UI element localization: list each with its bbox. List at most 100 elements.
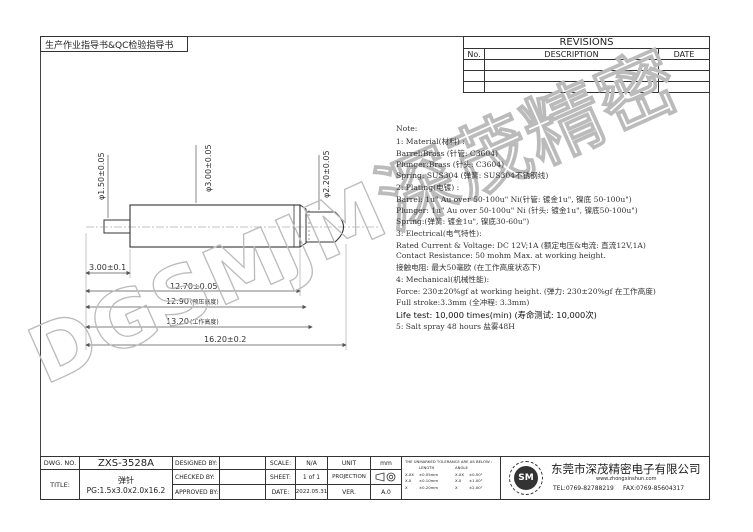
dim-working-len: 13.20 bbox=[166, 317, 189, 326]
dim-plunger-dia: φ1.50±0.05 bbox=[97, 152, 106, 200]
note-line-10: Rated Current & Voltage: DC 12V;1A (额定电压… bbox=[396, 241, 646, 250]
ver-label: VER. bbox=[342, 488, 356, 496]
designed-by-cell: DESIGNED BY: bbox=[172, 456, 220, 470]
ver-value-cell: A.0 bbox=[370, 484, 402, 500]
company-cell: SM 东莞市深茂精密电子有限公司 www.zhongxinshun.com TE… bbox=[500, 456, 710, 500]
company-web: www.zhongxinshun.com bbox=[596, 476, 657, 482]
note-line-1: 1: Material(材料) : bbox=[396, 137, 465, 146]
sheet-value: 1 of 1 bbox=[302, 473, 321, 481]
dim-working-note: (工作高度) bbox=[190, 318, 219, 326]
ver-label-cell: VER. bbox=[327, 484, 371, 500]
barrel-crimp bbox=[299, 204, 307, 248]
company-logo-icon: SM bbox=[509, 461, 543, 495]
title-label: TITLE: bbox=[50, 480, 70, 489]
doc-title-box: 生产作业指导书&QC检验指导书 bbox=[40, 36, 188, 52]
dwg-no: ZXS-3528A bbox=[98, 457, 154, 469]
tol-row-1: X.XX ±0.05mm X.XX ±0.50° bbox=[405, 472, 497, 478]
tol-cell: ±0.05mm bbox=[419, 471, 439, 477]
company-fax: FAX:0769-85604317 bbox=[623, 485, 685, 492]
note-line-16: Life test: 10,000 times(min) (寿命测试: 10,0… bbox=[396, 310, 597, 320]
note-line-6: Barrel: 1u" Au over 50-100u" Ni(针管: 镀金1u… bbox=[396, 195, 632, 204]
tol-cell: X bbox=[455, 484, 458, 490]
note-line-4: Spring: SUS304 (弹簧: SUS304不锈钢线) bbox=[396, 171, 549, 180]
note-line-8: Spring:(弹簧: 镀金1u", 镍底30-60u") bbox=[396, 217, 530, 226]
company-tel: TEL:0769-82788219 bbox=[553, 485, 614, 492]
revisions-row-date-3 bbox=[658, 81, 710, 93]
title-cell: 弹针 PG:1.5x3.0x2.0x16.2 bbox=[79, 469, 173, 500]
date-value: 2022.05.31 bbox=[295, 489, 328, 495]
sheet-label-cell: SHEET: bbox=[265, 469, 296, 485]
designed-by-label: DESIGNED BY: bbox=[175, 459, 218, 467]
notes-block: Note: 1: Material(材料) : Barrel:Brass (针管… bbox=[396, 124, 708, 334]
dwg-no-label: DWG. NO. bbox=[43, 459, 77, 467]
tol-cell: ±2.00° bbox=[469, 484, 483, 490]
note-line-14: Force: 230±20%gf at working height. (弹力:… bbox=[396, 287, 656, 296]
scale-value: N/A bbox=[306, 459, 317, 467]
note-line-5: 2: Plating(电镀) : bbox=[396, 183, 460, 192]
tol-cell: X.X bbox=[405, 478, 412, 484]
approved-by-cell: APPROVED BY: bbox=[172, 484, 220, 500]
checked-by-cell: CHECKED BY: bbox=[172, 469, 220, 485]
dim-preload-note: (预压高度) bbox=[190, 298, 219, 306]
tol-cell: X.XX bbox=[455, 471, 465, 477]
date-label: DATE: bbox=[271, 488, 290, 496]
unit-value-cell: mm bbox=[370, 456, 402, 470]
note-line-15: Full stroke:3.3mm (全冲程: 3.3mm) bbox=[396, 298, 530, 307]
dwg-no-label-cell: DWG. NO. bbox=[40, 456, 80, 470]
tol-cell: X bbox=[405, 484, 408, 490]
tol-row-3: X ±0.20mm X ±2.00° bbox=[405, 485, 497, 491]
company-name: 东莞市深茂精密电子有限公司 bbox=[551, 462, 701, 476]
projection-label: PROJECTION bbox=[332, 474, 366, 480]
unit-label-cell: UNIT bbox=[327, 456, 371, 470]
tol-length-label: LENGTH bbox=[419, 465, 435, 471]
note-line-12: 接触电阻: 最大50毫欧 (在工作高度状态下) bbox=[396, 263, 541, 272]
projection-symbol-cell bbox=[370, 469, 402, 485]
date-value-cell: 2022.05.31 bbox=[295, 484, 328, 500]
tol-cell: X.X bbox=[455, 478, 462, 484]
title-label-cell: TITLE: bbox=[40, 469, 80, 500]
designed-by-value bbox=[219, 456, 266, 470]
revisions-title: REVISIONS bbox=[559, 37, 614, 48]
date-label-cell: DATE: bbox=[265, 484, 296, 500]
tol-angle-label: ANGLE bbox=[455, 465, 468, 471]
tol-cell: ±0.50° bbox=[469, 471, 483, 477]
col-date-label: DATE bbox=[673, 49, 695, 59]
unit-value: mm bbox=[380, 459, 392, 467]
dim-barrel-len: 12.70±0.05 bbox=[170, 282, 217, 291]
barrel-body bbox=[129, 204, 301, 248]
tolerance-cell: THE UNMARKED TOLERANCE ARE AS BELOW : LE… bbox=[401, 456, 501, 500]
dim-total-len: 16.20±0.2 bbox=[204, 335, 246, 344]
note-line-17: 5: Salt spray 48 hours 盐雾48H bbox=[396, 322, 515, 331]
note-line-11: Contact Resistance: 50 mohm Max. at work… bbox=[396, 251, 606, 260]
tol-cell: X.XX bbox=[405, 471, 415, 477]
checked-by-value bbox=[219, 469, 266, 485]
scale-label: SCALE: bbox=[269, 459, 292, 467]
notes-title: Note: bbox=[396, 124, 418, 133]
dim-preload-len: 12.90 bbox=[166, 297, 189, 306]
tolerance-title: THE UNMARKED TOLERANCE ARE AS BELOW : bbox=[405, 459, 493, 464]
scale-value-cell: N/A bbox=[295, 456, 328, 470]
tol-row-2: X.X ±0.10mm X.X ±1.00° bbox=[405, 478, 497, 484]
note-line-7: Plunger: 1u" Au over 50-100u" Ni (针头: 镀金… bbox=[396, 206, 638, 215]
note-line-13: 4: Mechanical(机械性能): bbox=[396, 275, 490, 284]
title-spec: PG:1.5x3.0x2.0x16.2 bbox=[86, 485, 166, 495]
projection-symbol-icon bbox=[375, 472, 396, 482]
dim-head-dia: φ2.20±0.05 bbox=[322, 150, 331, 198]
tol-cell: ±0.20mm bbox=[419, 484, 439, 490]
dim-plunger-len: 3.00±0.1 bbox=[89, 263, 126, 272]
col-description-label: DESCRIPTION bbox=[544, 49, 599, 59]
tol-cell: ±1.00° bbox=[469, 478, 483, 484]
plunger-head bbox=[306, 211, 345, 243]
dwg-no-cell: ZXS-3528A bbox=[79, 456, 173, 470]
unit-label: UNIT bbox=[341, 459, 357, 467]
projection-label-cell: PROJECTION bbox=[327, 469, 371, 485]
approved-by-label: APPROVED BY: bbox=[175, 488, 219, 496]
doc-title: 生产作业指导书&QC检验指导书 bbox=[45, 40, 174, 51]
title-cn: 弹针 bbox=[118, 475, 134, 485]
company-logo-text: SM bbox=[518, 473, 534, 483]
sheet-label: SHEET: bbox=[270, 473, 291, 481]
note-line-3: Plunger:Brass (针头: C3604) bbox=[396, 160, 505, 169]
approved-by-value bbox=[219, 484, 266, 500]
note-line-9: 3: Electrical(电气特性): bbox=[396, 229, 482, 238]
